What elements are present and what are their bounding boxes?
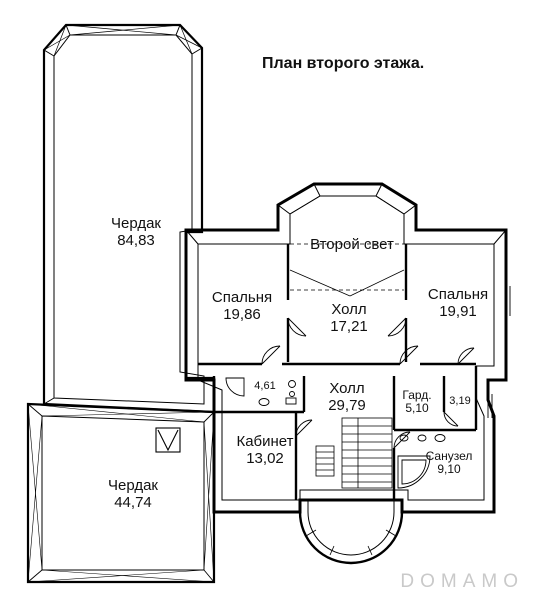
room-name: Спальня [427, 286, 489, 303]
room-area: 19,86 [223, 305, 261, 323]
staircase [315, 417, 393, 489]
room-label-bedroom-right: Спальня 19,91 [420, 286, 496, 321]
room-label-wc-small: 4,61 [248, 380, 282, 392]
room-label-study: Кабинет 13,02 [228, 433, 302, 468]
watermark-logo: DOMAMO [400, 570, 524, 592]
room-area: 44,74 [114, 493, 152, 511]
room-label-hall-mid: Холл 29,79 [316, 380, 378, 415]
room-area: 19,91 [439, 302, 477, 320]
doors [261, 317, 475, 449]
room-area: 29,79 [328, 396, 366, 414]
room-label-bedroom-left: Спальня 19,86 [204, 289, 280, 324]
room-name: Холл [331, 301, 367, 318]
attic-hatch-icon [155, 427, 181, 453]
room-label-hall-top: Холл 17,21 [314, 301, 384, 336]
room-name: Кабинет [236, 433, 294, 450]
interior-walls [198, 244, 478, 500]
room-area: 84,83 [117, 231, 155, 249]
plumbing-fixtures [225, 377, 446, 489]
room-area: 5,10 [405, 401, 429, 416]
room-name: Чердак [108, 477, 158, 494]
room-name: Второй свет [310, 236, 394, 253]
room-area: 4,61 [254, 380, 276, 392]
room-label-bathroom: Санузел 9,10 [416, 449, 482, 477]
room-name: Спальня [211, 289, 273, 306]
room-area: 13,02 [246, 449, 284, 467]
page-title: План второго этажа. [262, 55, 425, 72]
room-label-attic-small: Чердак 44,74 [98, 477, 168, 512]
room-name: Гард. [402, 388, 432, 402]
attic-small-outline [26, 402, 216, 584]
window-marks [487, 286, 511, 418]
room-label-closet: 3,19 [444, 395, 476, 407]
room-label-wardrobe: Гард. 5,10 [397, 388, 437, 416]
bay-window [298, 500, 404, 565]
room-label-second-light: Второй свет [298, 236, 406, 254]
room-name: Чердак [111, 215, 161, 232]
room-label-attic-large: Чердак 84,83 [96, 215, 176, 250]
room-name: Санузел [425, 449, 473, 463]
second-light-void [289, 195, 405, 297]
room-name: Холл [329, 380, 365, 397]
room-area: 9,10 [437, 462, 461, 477]
room-area: 3,19 [449, 395, 471, 407]
room-area: 17,21 [330, 317, 368, 335]
